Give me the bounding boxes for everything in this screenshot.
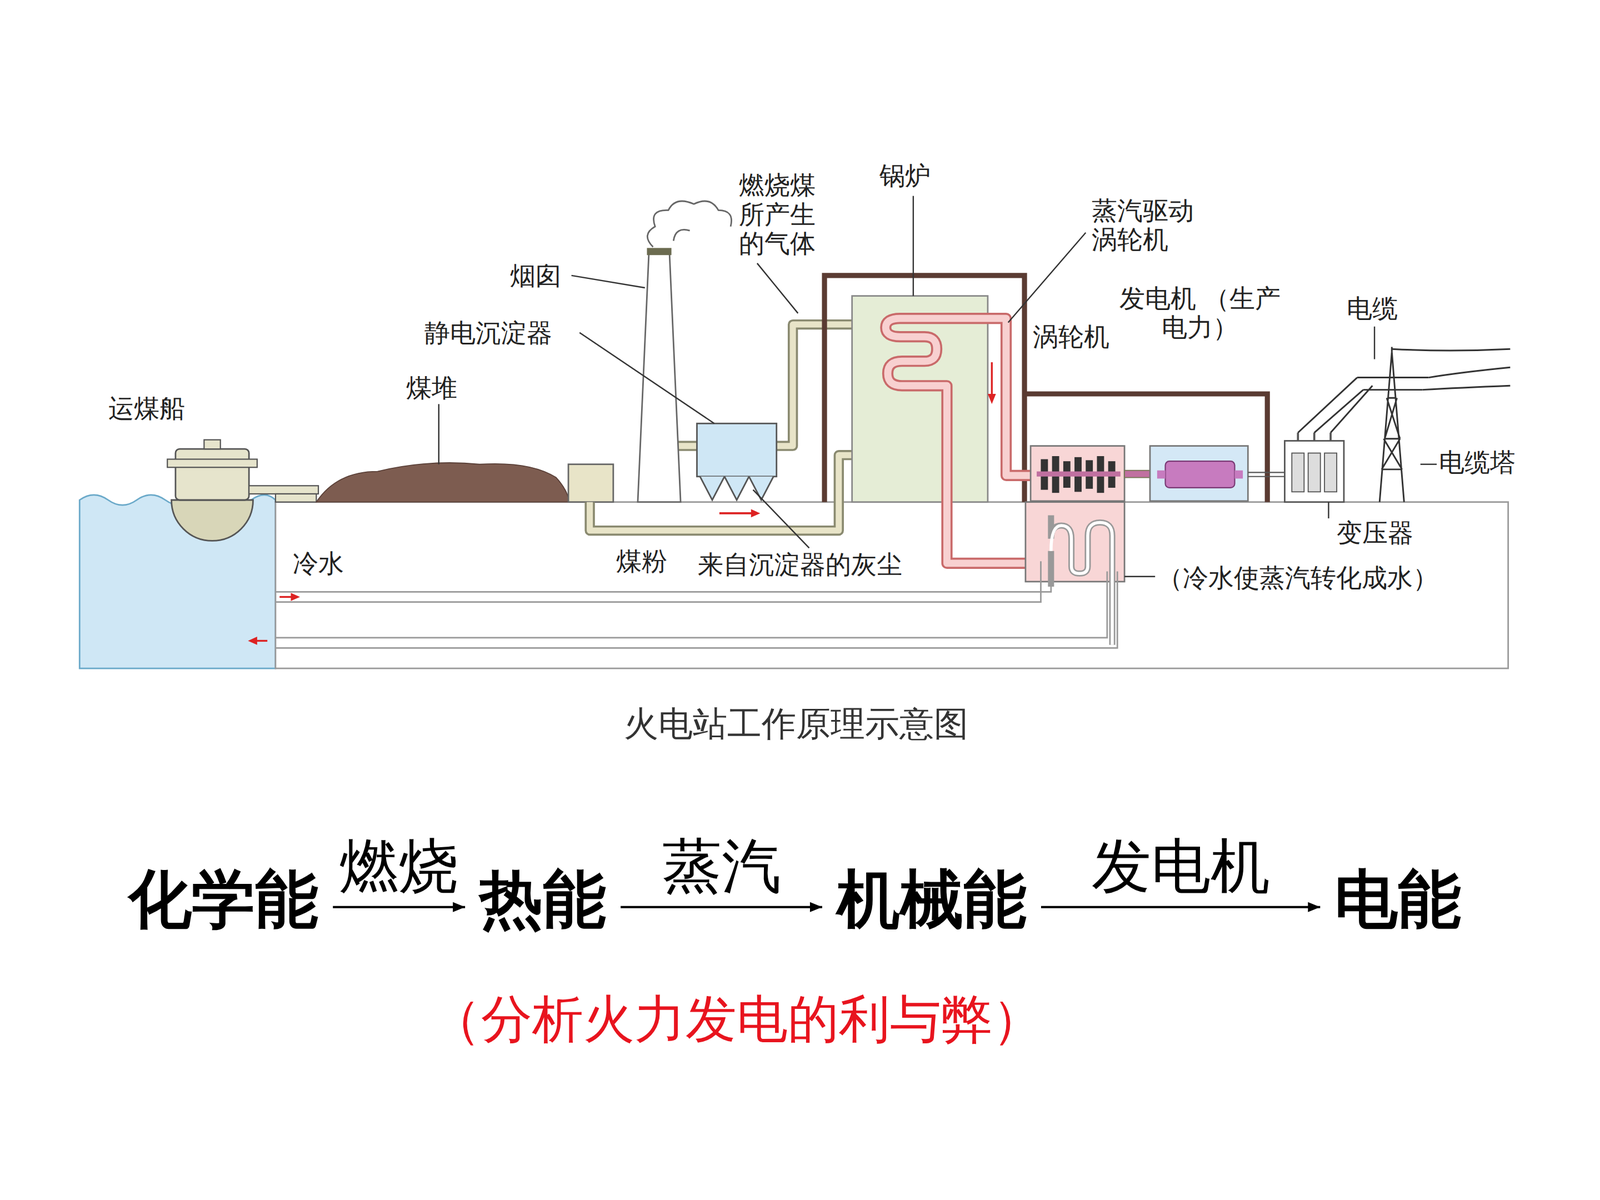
arrow-label: 蒸汽 — [662, 833, 782, 899]
flow-arrow — [1041, 902, 1320, 913]
part-label: 来自沉淀器的灰尘 — [697, 550, 903, 580]
part-label: 锅炉 — [879, 161, 931, 191]
part-label: 煤粉 — [616, 546, 668, 577]
energy-term-text: 机械能 — [836, 864, 1027, 934]
part-label: 煤堆 — [406, 373, 458, 403]
arrow-line — [620, 906, 823, 909]
part-label: 涡轮机 — [1032, 322, 1110, 352]
arrow-label: 发电机 — [1091, 833, 1270, 899]
part-label: 烟囱 — [510, 261, 562, 291]
part-label: 运煤船 — [108, 393, 185, 424]
arrowhead — [452, 902, 465, 913]
arrow-label: 燃烧 — [339, 833, 459, 899]
part-label: 发电机 （生产电力） — [1118, 283, 1282, 343]
energy-term: 机械能 — [832, 862, 1032, 937]
part-label: 变压器 — [1336, 518, 1414, 548]
arrow-line — [332, 906, 465, 909]
energy-term-text: 热能 — [479, 864, 607, 934]
part-label: 蒸汽驱动 涡轮机 — [1091, 196, 1204, 255]
energy-term-text: 化学能 — [128, 864, 319, 934]
part-label: 冷水 — [292, 548, 344, 579]
arrowhead — [1307, 902, 1320, 913]
note-text: （分析火力发电的利与弊） — [430, 990, 1044, 1049]
energy-term: 化学能 — [123, 862, 323, 937]
part-label: 静电沉淀器 — [424, 318, 553, 348]
part-label: 电缆塔 — [1438, 447, 1516, 478]
arrowhead — [810, 902, 823, 913]
energy-term-text: 电能 — [1334, 864, 1462, 934]
flow-arrow — [332, 902, 465, 913]
part-label: 燃烧煤 所产生 的气体 — [738, 170, 824, 259]
energy-term: 热能 — [475, 862, 611, 937]
flow-arrow — [620, 902, 823, 913]
energy-term: 电能 — [1330, 862, 1466, 937]
caption: 火电站工作原理示意图 — [623, 703, 969, 744]
part-label: 电缆 — [1346, 293, 1398, 324]
part-label: （冷水使蒸汽转化成水） — [1157, 563, 1439, 593]
arrow-line — [1041, 906, 1320, 909]
